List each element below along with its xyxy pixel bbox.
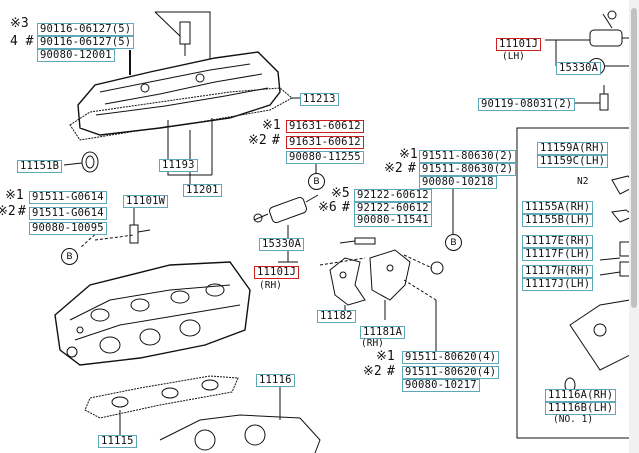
- part-91511-80630-label[interactable]: 91511-80630(2): [419, 150, 517, 163]
- part-92122-label[interactable]: 92122-60612: [354, 202, 432, 215]
- part-11213-label[interactable]: 11213: [300, 93, 339, 106]
- part-11101j-label[interactable]: 11101J: [496, 38, 542, 51]
- part-91511-g0614-label[interactable]: 91511-G0614: [29, 191, 107, 204]
- part-15330a-label[interactable]: 15330A: [259, 238, 305, 251]
- valve-cover-shape: [77, 51, 281, 136]
- part-91511-80620-label[interactable]: 91511-80620(4): [402, 351, 500, 364]
- rh-label: (RH): [361, 338, 384, 349]
- part-11201-label[interactable]: 11201: [183, 184, 222, 197]
- marker-b-left: B: [61, 248, 78, 265]
- part-number-label[interactable]: 90116-06127(5): [37, 36, 135, 49]
- star1-mark: ※1: [399, 147, 418, 162]
- part-11117e-label[interactable]: 11117E(RH): [522, 235, 594, 248]
- part-91631-label[interactable]: 91631-60612: [286, 120, 364, 133]
- part-11115-label[interactable]: 11115: [98, 435, 137, 448]
- part-11117h-label[interactable]: 11117H(RH): [522, 265, 594, 278]
- part-number-label[interactable]: 90080-12001: [37, 49, 115, 62]
- part-11155b-label[interactable]: 11155B(LH): [522, 214, 594, 227]
- star1-mark: ※1: [5, 188, 24, 203]
- leader-line: [154, 11, 183, 39]
- part-11159c-label[interactable]: 11159C(LH): [537, 155, 609, 168]
- n2-label: N2: [577, 176, 589, 187]
- part-90080-10217-label[interactable]: 90080-10217: [402, 379, 480, 392]
- leader-line: [155, 11, 211, 60]
- hash-mark: #: [342, 200, 350, 215]
- cylinder-head-shape: [54, 261, 251, 366]
- no1-label: (NO. 1): [553, 414, 594, 425]
- part-11182-label[interactable]: 11182: [317, 310, 356, 323]
- part-11116a-label[interactable]: 11116A(RH): [545, 389, 617, 402]
- marker-b-mid: B: [308, 173, 325, 190]
- star2-mark: ※2: [363, 364, 382, 379]
- part-91511-80630-label[interactable]: 91511-80630(2): [419, 163, 517, 176]
- part-92122-label[interactable]: 92122-60612: [354, 189, 432, 202]
- part-11101w-label[interactable]: 11101W: [123, 195, 169, 208]
- part-15330a-label[interactable]: 15330A: [556, 62, 602, 75]
- hash-mark: #: [272, 133, 280, 148]
- part-90080-11255-label[interactable]: 90080-11255: [286, 151, 364, 164]
- star3-mark: ※3: [10, 16, 29, 31]
- part-91511-g0614-label[interactable]: 91511-G0614: [29, 207, 107, 220]
- hash-mark: 4 #: [10, 34, 34, 49]
- star2-mark: ※2: [0, 204, 16, 219]
- part-11117f-label[interactable]: 11117F(LH): [522, 248, 594, 261]
- hash-mark: #: [387, 364, 395, 379]
- part-11193-label[interactable]: 11193: [159, 159, 198, 172]
- star1-mark: ※1: [262, 118, 281, 133]
- marker-b-right: B: [445, 234, 462, 251]
- vertical-scrollbar[interactable]: [629, 0, 639, 453]
- part-91511-80620-label[interactable]: 91511-80620(4): [402, 366, 500, 379]
- rh-label: (RH): [259, 280, 282, 291]
- part-11181a-label[interactable]: 11181A: [360, 326, 406, 339]
- hash-mark: #: [18, 204, 26, 219]
- part-90080-10218-label[interactable]: 90080-10218: [419, 176, 497, 189]
- part-11116-label[interactable]: 11116: [256, 374, 295, 387]
- star2-mark: ※2: [248, 133, 267, 148]
- star6-mark: ※6: [318, 200, 337, 215]
- part-11116b-label[interactable]: 11116B(LH): [545, 402, 617, 415]
- lh-label: (LH): [502, 51, 525, 62]
- bolt-shape: [179, 21, 191, 45]
- star2-mark: ※2: [384, 161, 403, 176]
- part-11117j-label[interactable]: 11117J(LH): [522, 278, 594, 291]
- part-91631-label[interactable]: 91631-60612: [286, 136, 364, 149]
- hash-mark: #: [408, 161, 416, 176]
- star1-mark: ※1: [376, 349, 395, 364]
- scrollbar-thumb[interactable]: [631, 8, 637, 308]
- part-11155a-label[interactable]: 11155A(RH): [522, 201, 594, 214]
- part-90119-label[interactable]: 90119-08031(2): [478, 98, 576, 111]
- part-90080-10095-label[interactable]: 90080-10095: [29, 222, 107, 235]
- part-90080-11541-label[interactable]: 90080-11541: [354, 214, 432, 227]
- part-number-label[interactable]: 90116-06127(5): [37, 23, 135, 36]
- part-11151b-label[interactable]: 11151B: [17, 160, 63, 173]
- star5-mark: ※5: [331, 186, 350, 201]
- part-11159a-label[interactable]: 11159A(RH): [537, 142, 609, 155]
- part-11101j-label[interactable]: 11101J: [254, 266, 300, 279]
